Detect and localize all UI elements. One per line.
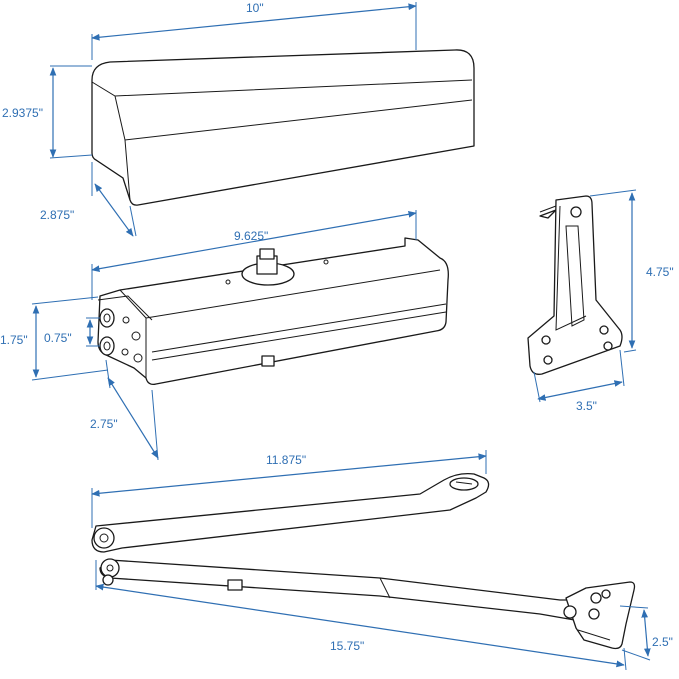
parallel-arm-shoe bbox=[563, 581, 636, 650]
body-height-label: 1.75" bbox=[0, 333, 28, 347]
bracket-height-dimension: 4.75" bbox=[589, 189, 674, 353]
bracket-width-label: 3.5" bbox=[576, 399, 597, 413]
arm-total-length-label: 15.75" bbox=[330, 639, 364, 653]
cover-length-label: 10" bbox=[246, 1, 264, 15]
arm-main-length-dimension: 11.875" bbox=[91, 450, 487, 528]
hole-spacing-dimension: 0.75" bbox=[44, 317, 100, 347]
shoe-width-label: 2.5" bbox=[652, 635, 673, 649]
bracket-width-dimension: 3.5" bbox=[533, 349, 625, 413]
shoe-width-dimension: 2.5" bbox=[619, 605, 673, 661]
closer-cover bbox=[91, 49, 475, 206]
hole-spacing-label: 0.75" bbox=[44, 331, 72, 345]
bracket-height-label: 4.75" bbox=[646, 265, 674, 279]
cover-depth-label: 2.875" bbox=[40, 208, 74, 222]
body-depth-dimension: 2.75" bbox=[90, 359, 159, 461]
cover-length-dimension: 10" bbox=[91, 1, 417, 60]
arm-total-length-dimension: 15.75" bbox=[95, 560, 627, 671]
closer-body bbox=[97, 237, 449, 386]
body-depth-label: 2.75" bbox=[90, 417, 118, 431]
cover-height-label: 2.9375" bbox=[2, 106, 43, 120]
body-length-label: 9.625" bbox=[234, 229, 268, 243]
body-height-dimension: 1.75" bbox=[0, 296, 109, 381]
cover-height-dimension: 2.9375" bbox=[2, 65, 93, 159]
body-length-dimension: 9.625" bbox=[91, 210, 417, 300]
forearm bbox=[99, 558, 587, 623]
valve-holes bbox=[99, 308, 115, 356]
mounting-bracket bbox=[527, 195, 623, 375]
main-arm bbox=[91, 472, 490, 553]
arm-main-length-label: 11.875" bbox=[266, 453, 306, 467]
